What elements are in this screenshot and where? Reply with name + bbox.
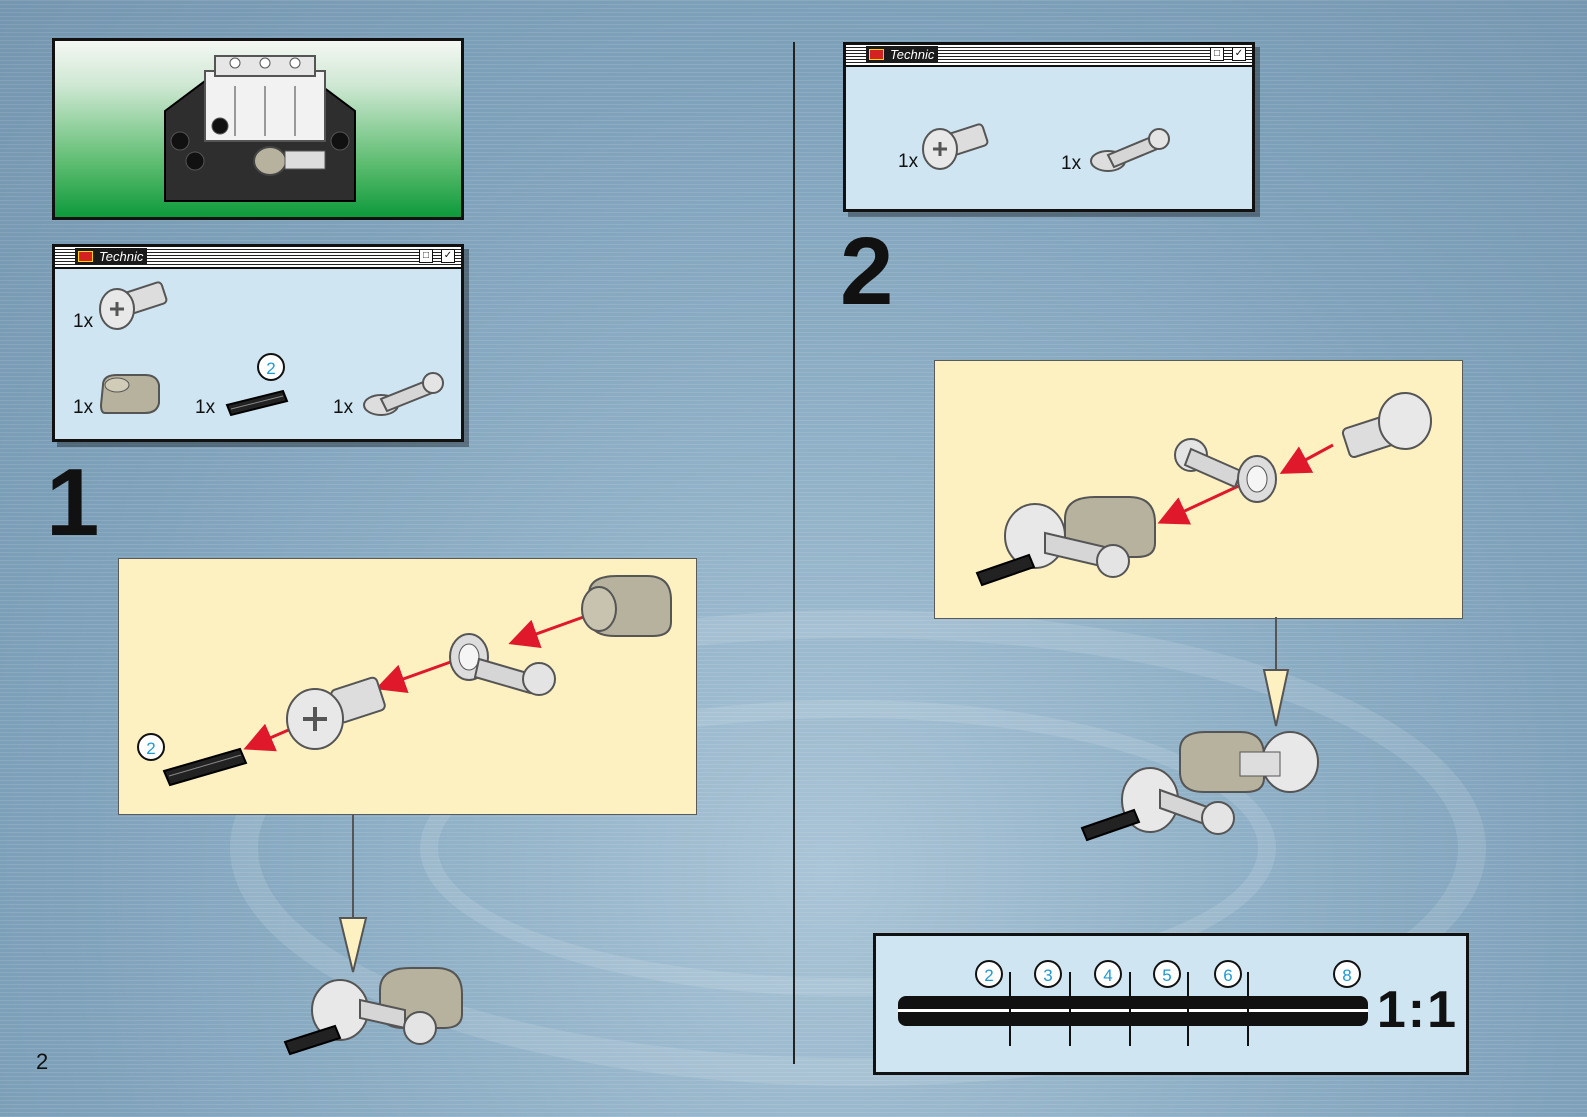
axle-length-ruler: 2 3 4 5 6 8 1:1 [873, 933, 1469, 1075]
ruler-tick [1187, 972, 1189, 1046]
step1-parts-illustrations [55, 247, 461, 439]
axle-length-badge: 2 [137, 733, 165, 761]
step2-assembly-illustration [935, 361, 1462, 618]
step-number: 1 [46, 455, 99, 551]
ruler-mark: 8 [1333, 960, 1361, 988]
crank-arm-part [450, 634, 555, 695]
ruler-tick [1069, 972, 1071, 1046]
insert-arrow [1163, 483, 1245, 521]
ruler-tick [1009, 972, 1011, 1046]
cam-connector-part [101, 375, 159, 413]
step2-parts-window: Technic □ ✓ 1x 1x [843, 42, 1255, 212]
model-preview [52, 38, 464, 220]
ruler-mark: 2 [975, 960, 1003, 988]
step2-parts-illustrations [846, 45, 1252, 209]
ruler-mark: 5 [1153, 960, 1181, 988]
pin-with-axle-part [1342, 393, 1431, 458]
crank-arm-part [364, 373, 443, 415]
pin-with-axle-part [100, 281, 167, 329]
pin-with-axle-part [923, 123, 988, 169]
ruler-tick [1129, 972, 1131, 1046]
axle-part [164, 749, 246, 785]
ruler-mark: 4 [1094, 960, 1122, 988]
ruler-tick [1247, 972, 1249, 1046]
engine-model-illustration [55, 41, 461, 217]
step2-assembly-panel [934, 360, 1463, 619]
page-number: 2 [36, 1049, 48, 1075]
axle-part [227, 391, 287, 415]
page-divider [793, 42, 795, 1064]
step1-assembly-illustration [119, 559, 696, 814]
cam-connector-part [582, 576, 671, 636]
pin-with-axle-part [287, 676, 386, 749]
scale-label: 1:1 [1377, 980, 1458, 1040]
step1-assembly-panel: 2 [118, 558, 697, 815]
crank-arm-part [1091, 129, 1169, 171]
step1-parts-window: Technic □ ✓ 1x 1x 1x 1x 2 [52, 244, 464, 442]
insert-arrow [381, 659, 459, 687]
insert-arrow [514, 615, 589, 642]
insert-arrow [1285, 445, 1333, 471]
ruler-bar-highlight [898, 1009, 1368, 1012]
step-number: 2 [840, 224, 893, 320]
ruler-mark: 3 [1034, 960, 1062, 988]
partial-assembly [977, 497, 1155, 585]
ruler-mark: 6 [1214, 960, 1242, 988]
